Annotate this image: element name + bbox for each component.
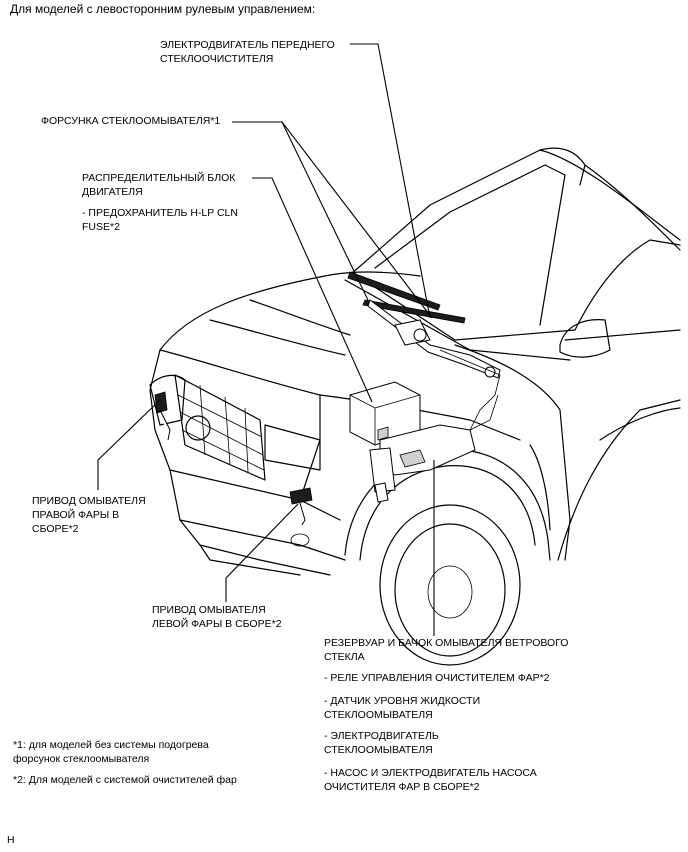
label-washer-nozzle: ФОРСУНКА СТЕКЛООМЫВАТЕЛЯ*1 — [41, 115, 221, 127]
footnote-1: *1: для моделей без системы подогрева фо… — [13, 739, 209, 765]
label-washer-tank: РЕЗЕРВУАР И БАЧОК ОМЫВАТЕЛЯ ВЕТРОВОГО СТ… — [324, 637, 569, 663]
label-washer-level-sensor: - ДАТЧИК УРОВНЯ ЖИДКОСТИ СТЕКЛООМЫВАТЕЛЯ — [324, 695, 481, 721]
vehicle-body — [149, 147, 681, 666]
footnote-2: *2: Для моделей с системой очистителей ф… — [13, 774, 237, 786]
label-rh-headlight-washer: ПРИВОД ОМЫВАТЕЛЯ ПРАВОЙ ФАРЫ В СБОРЕ*2 — [32, 495, 146, 535]
corner-mark: H — [7, 834, 15, 846]
label-engine-relay-block: РАСПРЕДЕЛИТЕЛЬНЫЙ БЛОК ДВИГАТЕЛЯ — [82, 172, 236, 198]
label-headlight-cleaner-relay: - РЕЛЕ УПРАВЛЕНИЯ ОЧИСТИТЕЛЕМ ФАР*2 — [324, 672, 550, 684]
label-washer-motor: - ЭЛЕКТРОДВИГАТЕЛЬ СТЕКЛООМЫВАТЕЛЯ — [324, 730, 439, 756]
label-headlight-cleaner-pump: - НАСОС И ЭЛЕКТРОДВИГАТЕЛЬ НАСОСА ОЧИСТИ… — [324, 767, 537, 793]
wiper-assembly — [347, 271, 501, 431]
lh-headlight-washer-part — [289, 487, 313, 526]
leader-lines — [97, 43, 435, 636]
engine-relay-block-part — [349, 381, 421, 446]
label-hlp-cln-fuse: - ПРЕДОХРАНИТЕЛЬ H-LP CLN FUSE*2 — [82, 207, 238, 233]
rh-headlight-washer-part — [154, 391, 171, 441]
page-title: Для моделей с левосторонним рулевым упра… — [10, 2, 316, 16]
washer-tank-part — [369, 394, 499, 503]
label-lh-headlight-washer: ПРИВОД ОМЫВАТЕЛЯ ЛЕВОЙ ФАРЫ В СБОРЕ*2 — [152, 604, 282, 630]
label-front-wiper-motor: ЭЛЕКТРОДВИГАТЕЛЬ ПЕРЕДНЕГО СТЕКЛООЧИСТИТ… — [160, 39, 335, 65]
